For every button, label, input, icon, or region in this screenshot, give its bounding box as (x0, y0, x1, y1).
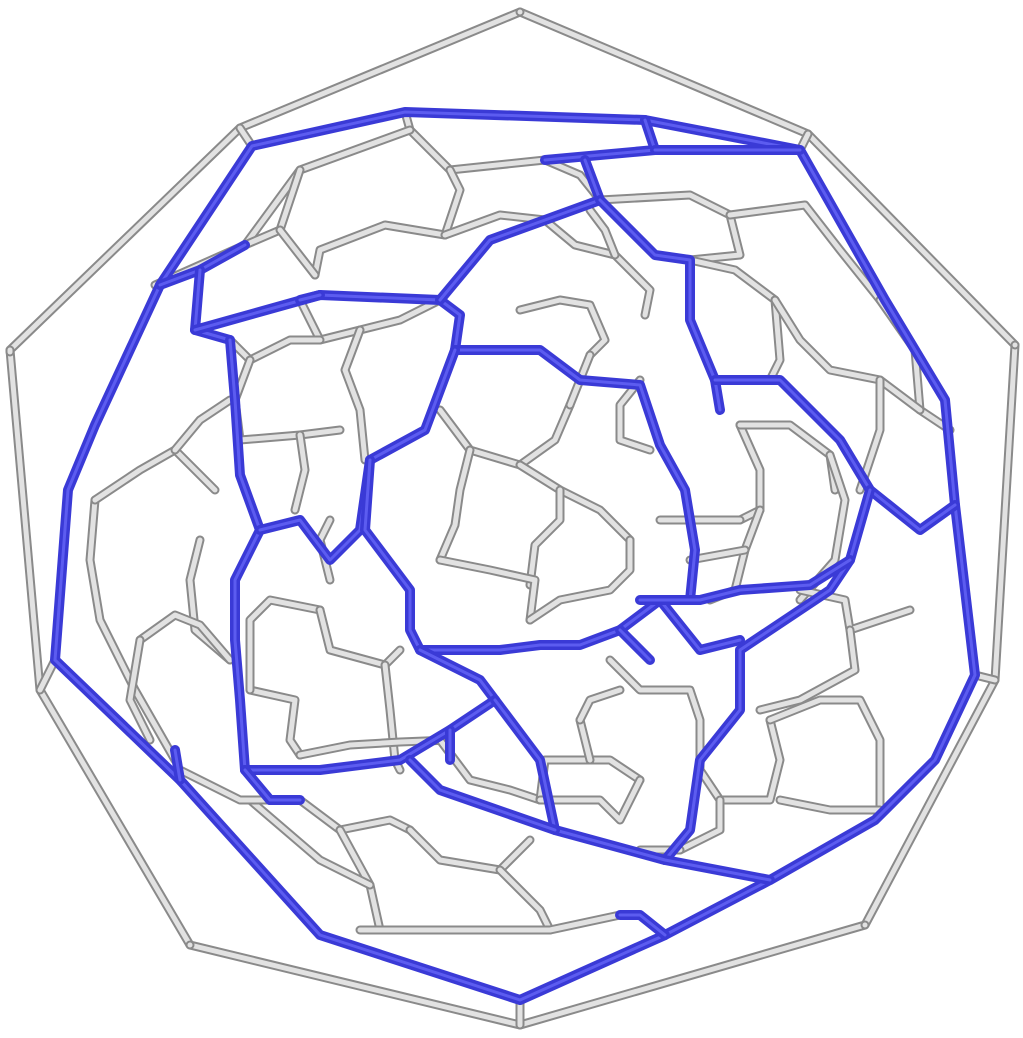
lattice-edge-44-casing (245, 595, 325, 695)
lattice-edge-55 (537, 777, 643, 823)
lattice-edge-4-casing (310, 165, 465, 280)
lattice-edge-51-casing (535, 755, 645, 805)
lattice-edge-26 (737, 422, 763, 523)
lattice-edge-23 (437, 557, 538, 623)
lattice-edge-1 (152, 127, 413, 288)
lattice-edge-16-casing (230, 355, 345, 445)
lattice-edge-22 (527, 487, 563, 588)
lattice-edge-4 (312, 167, 463, 278)
highlight-edge-20-highlight (418, 648, 497, 702)
lattice-edge-64 (247, 797, 373, 888)
lattice-edge-14 (342, 327, 368, 463)
lattice-edge-57 (767, 697, 883, 813)
highlight-edge-17-highlight (868, 488, 957, 532)
lattice-edge-42 (127, 637, 153, 743)
lattice-edge-54 (577, 687, 623, 723)
lattice-edge-43 (247, 687, 303, 758)
lattice-edge-56 (697, 717, 783, 803)
lattice-edge-15 (227, 337, 323, 363)
lattice-edge-5 (277, 227, 318, 278)
lattice-edge-45 (317, 607, 403, 668)
lattice-edge-63 (497, 867, 553, 933)
lattice-edge-26-casing (735, 420, 765, 525)
highlight-edge-7-highlight (228, 338, 262, 772)
lattice-edge-57-casing (765, 695, 885, 815)
lattice-edge-13-casing (295, 295, 445, 345)
highlight-edge-19-highlight (638, 558, 852, 602)
lattice-edge-38 (92, 447, 218, 503)
lattice-edge-35 (772, 297, 923, 413)
highlight-edge-21-highlight (243, 698, 497, 772)
lattice-edge-25 (617, 377, 653, 453)
highlight-edge-20 (415, 645, 500, 705)
highlight-edge-0-highlight (53, 110, 977, 1002)
lattice-edge-41 (137, 612, 233, 663)
lattice-edge-11 (587, 207, 618, 258)
lattice-edge-12 (517, 297, 608, 358)
lattice-edge-0 (402, 109, 548, 173)
lattice-edge-39 (172, 397, 233, 453)
highlight-edge-16 (710, 375, 875, 495)
lattice-edge-21 (517, 462, 633, 543)
lattice-edge-36 (857, 377, 883, 493)
highlight-edge-12-highlight (363, 458, 422, 652)
lattice-edge-17 (292, 432, 308, 513)
lattice-edge-6 (442, 212, 548, 238)
highlight-edge-13-highlight (418, 628, 622, 652)
lattice-edge-1-casing (150, 125, 415, 290)
frame-spoke-5 (37, 657, 58, 693)
lattice-edge-65 (357, 912, 623, 933)
highlight-edge-6-highlight (298, 293, 322, 302)
highlight-edge-24-highlight (173, 748, 182, 782)
highlight-edge-15-highlight (658, 598, 742, 652)
highlight-edge-12 (360, 455, 425, 655)
lattice-edge-20 (437, 447, 473, 563)
highlight-edge-14-highlight (618, 628, 652, 662)
lattice-edge-59 (777, 797, 883, 813)
lattice-edge-58 (677, 797, 723, 853)
lattice-edge-61 (407, 827, 533, 873)
highlight-edge-16-highlight (713, 378, 872, 492)
highlight-edge-23-highlight (243, 768, 302, 802)
lattice-edge-44 (247, 597, 323, 693)
lattice-edge-37 (87, 497, 178, 763)
lattice-edge-52 (577, 717, 593, 763)
highlight-edge-8-highlight (438, 158, 602, 302)
lattice-edge-33 (757, 627, 858, 713)
highlight-edge-11 (255, 345, 460, 565)
highlighted-spiral-path (50, 107, 980, 1005)
highlight-edge-27-highlight (618, 913, 667, 937)
lattice-edge-8 (727, 202, 883, 303)
lattice-edge-60 (297, 797, 413, 833)
highlight-edge-26-highlight (408, 758, 557, 832)
lattice-edge-53 (607, 657, 703, 773)
lattice-edge-24 (527, 537, 633, 623)
